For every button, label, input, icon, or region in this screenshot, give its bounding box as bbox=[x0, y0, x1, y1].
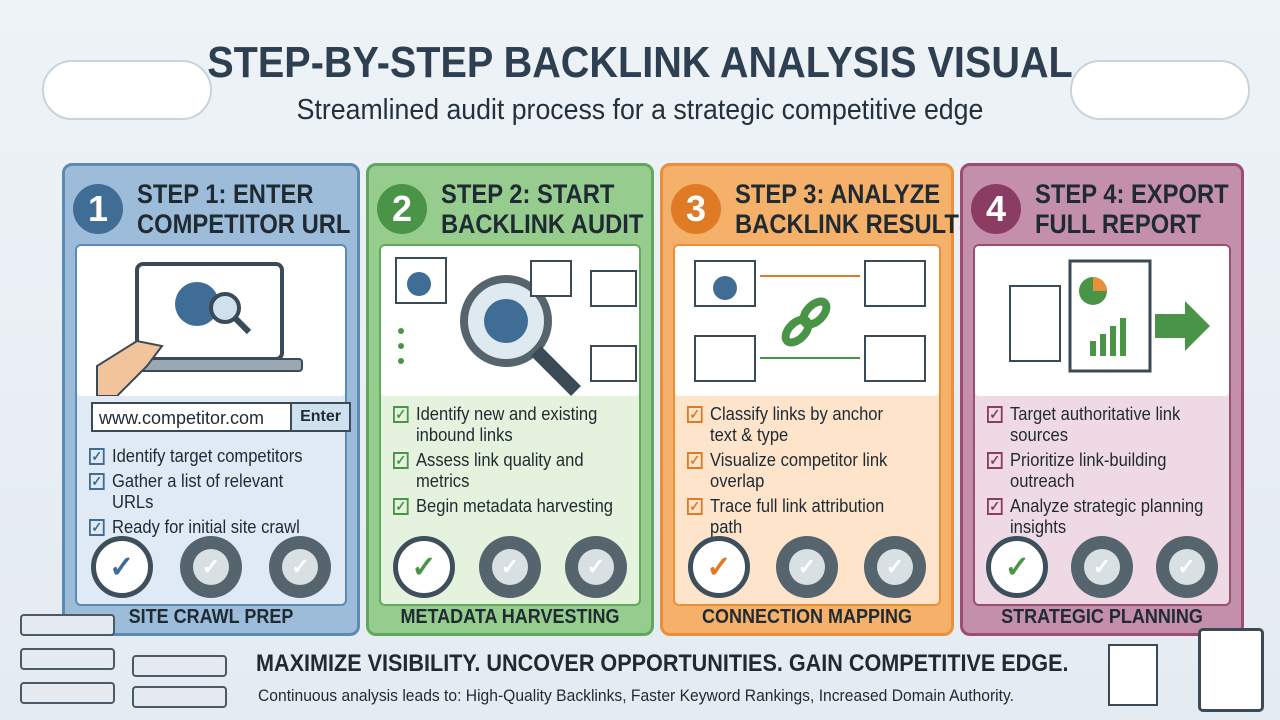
check-circle-icon: ✓ bbox=[90, 536, 153, 598]
checkbox-icon: ✓ bbox=[987, 406, 1003, 423]
continuous-analysis-text: Continuous analysis leads to: High-Quali… bbox=[258, 686, 1015, 705]
server-icon bbox=[132, 655, 227, 677]
step-number-badge: 3 bbox=[671, 184, 721, 234]
step-number-badge: 2 bbox=[377, 184, 427, 234]
gear-check-icon: ✓ bbox=[776, 536, 838, 598]
checkbox-icon: ✓ bbox=[89, 448, 105, 465]
report-export-illustration bbox=[975, 246, 1229, 396]
list-item: ✓Visualize competitor link overlap bbox=[687, 450, 913, 492]
cloud-decoration bbox=[42, 60, 212, 120]
list-item: ✓Prioritize link-building outreach bbox=[987, 450, 1204, 492]
server-icon bbox=[20, 614, 115, 636]
tagline: MAXIMIZE VISIBILITY. UNCOVER OPPORTUNITI… bbox=[256, 650, 1069, 677]
step-footer-label: CONNECTION MAPPING bbox=[701, 606, 913, 628]
step-number-badge: 4 bbox=[971, 184, 1021, 234]
list-item: ✓Ready for initial site crawl bbox=[89, 517, 319, 538]
list-item: ✓Identify target competitors bbox=[89, 446, 319, 467]
gear-check-icon: ✓ bbox=[479, 536, 541, 598]
list-item: ✓Classify links by anchor text & type bbox=[687, 404, 913, 446]
checkbox-icon: ✓ bbox=[89, 519, 105, 536]
check-circle-icon: ✓ bbox=[986, 536, 1049, 598]
check-circle-icon: ✓ bbox=[688, 536, 750, 598]
step-number-badge: 1 bbox=[73, 184, 123, 234]
checkbox-icon: ✓ bbox=[687, 406, 703, 423]
document-icon bbox=[1108, 644, 1158, 706]
gear-check-icon: ✓ bbox=[179, 536, 242, 598]
server-icon bbox=[132, 686, 227, 708]
step-footer-label: STRATEGIC PLANNING bbox=[1001, 606, 1203, 628]
check-circle-icon: ✓ bbox=[393, 536, 455, 598]
gear-check-icon: ✓ bbox=[1070, 536, 1133, 598]
laptop-globe-illustration bbox=[77, 246, 345, 397]
list-item: ✓Gather a list of relevant URLs bbox=[89, 471, 319, 513]
link-connection-illustration bbox=[675, 246, 939, 396]
list-item: ✓Trace full link attribution path bbox=[687, 496, 913, 538]
clipboard-icon bbox=[1198, 628, 1264, 712]
list-item: ✓Analyze strategic planning insights bbox=[987, 496, 1204, 538]
gear-check-icon: ✓ bbox=[269, 536, 332, 598]
cloud-decoration bbox=[1070, 60, 1250, 120]
list-item: ✓Target authoritative link sources bbox=[987, 404, 1204, 446]
checkbox-icon: ✓ bbox=[393, 406, 409, 423]
gear-check-icon: ✓ bbox=[864, 536, 926, 598]
checkbox-icon: ✓ bbox=[89, 473, 105, 490]
page-title: STEP-BY-STEP BACKLINK ANALYSIS VISUAL bbox=[207, 38, 1073, 87]
checkbox-icon: ✓ bbox=[393, 498, 409, 515]
magnifier-links-illustration bbox=[381, 246, 639, 396]
step-footer-label: SITE CRAWL PREP bbox=[128, 606, 294, 628]
list-item: ✓Identify new and existing inbound links bbox=[393, 404, 614, 446]
list-item: ✓Begin metadata harvesting bbox=[393, 496, 614, 517]
checkbox-icon: ✓ bbox=[687, 452, 703, 469]
checkbox-icon: ✓ bbox=[987, 452, 1003, 469]
page-subtitle: Streamlined audit process for a strategi… bbox=[296, 94, 984, 126]
server-icon bbox=[20, 682, 115, 704]
checkbox-icon: ✓ bbox=[687, 498, 703, 515]
server-icon bbox=[20, 648, 115, 670]
enter-button[interactable]: Enter bbox=[290, 404, 349, 430]
list-item: ✓Assess link quality and metrics bbox=[393, 450, 614, 492]
checkbox-icon: ✓ bbox=[393, 452, 409, 469]
step-footer-label: METADATA HARVESTING bbox=[400, 606, 620, 628]
checkbox-icon: ✓ bbox=[987, 498, 1003, 515]
gear-check-icon: ✓ bbox=[1155, 536, 1218, 598]
gear-check-icon: ✓ bbox=[565, 536, 627, 598]
